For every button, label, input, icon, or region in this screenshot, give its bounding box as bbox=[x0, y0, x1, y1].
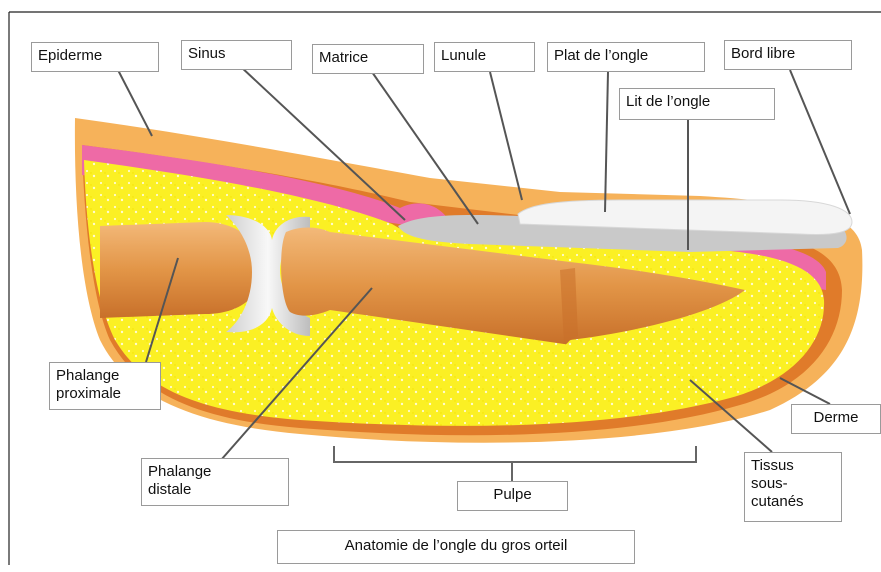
label-phalange-proximale: Phalange proximale bbox=[49, 362, 161, 410]
label-lit-de-l-ongle: Lit de l’ongle bbox=[619, 88, 775, 120]
label-derme: Derme bbox=[791, 404, 881, 434]
label-pulpe: Pulpe bbox=[457, 481, 568, 511]
label-matrice: Matrice bbox=[312, 44, 424, 74]
label-sinus: Sinus bbox=[181, 40, 292, 70]
label-plat-de-l-ongle: Plat de l’ongle bbox=[547, 42, 705, 72]
label-phalange-distale: Phalange distale bbox=[141, 458, 289, 506]
label-tissus-sous-cutanes: Tissus sous- cutanés bbox=[744, 452, 842, 522]
proximal-phalanx-bone bbox=[100, 222, 262, 318]
figure-caption: Anatomie de l’ongle du gros orteil bbox=[277, 530, 635, 564]
label-bord-libre: Bord libre bbox=[724, 40, 852, 70]
pulpe-bracket bbox=[334, 446, 696, 482]
label-epiderme: Epiderme bbox=[31, 42, 159, 72]
label-lunule: Lunule bbox=[434, 42, 535, 72]
